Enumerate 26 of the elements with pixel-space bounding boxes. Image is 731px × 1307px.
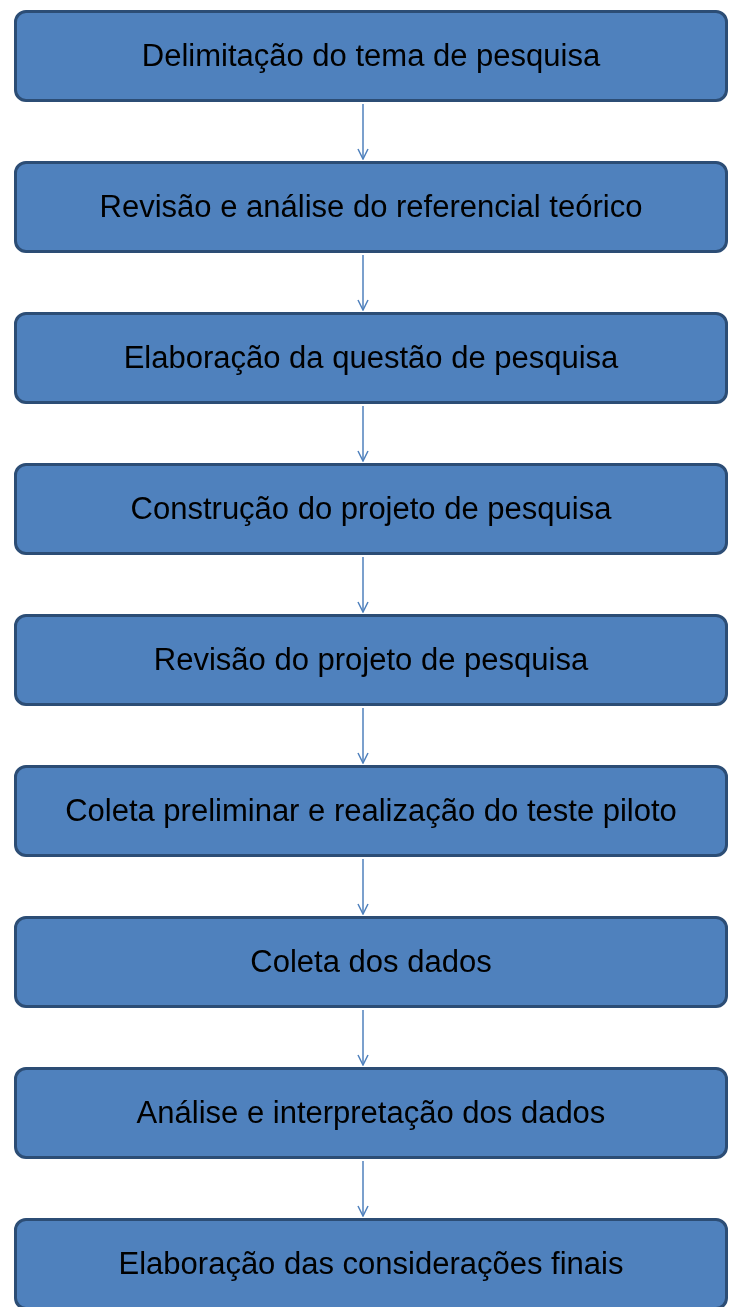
arrow	[357, 707, 369, 764]
step-label: Construção do projeto de pesquisa	[130, 491, 612, 527]
step-label: Coleta dos dados	[250, 944, 492, 980]
process-box	[14, 1218, 728, 1307]
process-box	[14, 463, 728, 555]
process-box	[14, 10, 728, 102]
arrow	[357, 858, 369, 915]
arrow	[357, 556, 369, 613]
step-label: Revisão do projeto de pesquisa	[153, 642, 589, 678]
step-label: Coleta preliminar e realização do teste piloto	[65, 793, 677, 829]
step-label: Revisão e análise do referencial teórico	[99, 189, 643, 225]
step-label: Elaboração da questão de pesquisa	[123, 340, 619, 376]
process-box	[14, 916, 728, 1008]
arrow	[357, 103, 369, 160]
process-box	[14, 312, 728, 404]
process-box	[14, 161, 728, 253]
step-label: Delimitação do tema de pesquisa	[141, 38, 601, 74]
arrow	[357, 405, 369, 462]
arrow	[357, 254, 369, 311]
arrow	[357, 1160, 369, 1217]
step-label: Análise e interpretação dos dados	[136, 1095, 606, 1131]
process-box	[14, 765, 728, 857]
step-label: Elaboração das considerações finais	[118, 1246, 624, 1282]
arrow	[357, 1009, 369, 1066]
process-box	[14, 614, 728, 706]
process-box	[14, 1067, 728, 1159]
